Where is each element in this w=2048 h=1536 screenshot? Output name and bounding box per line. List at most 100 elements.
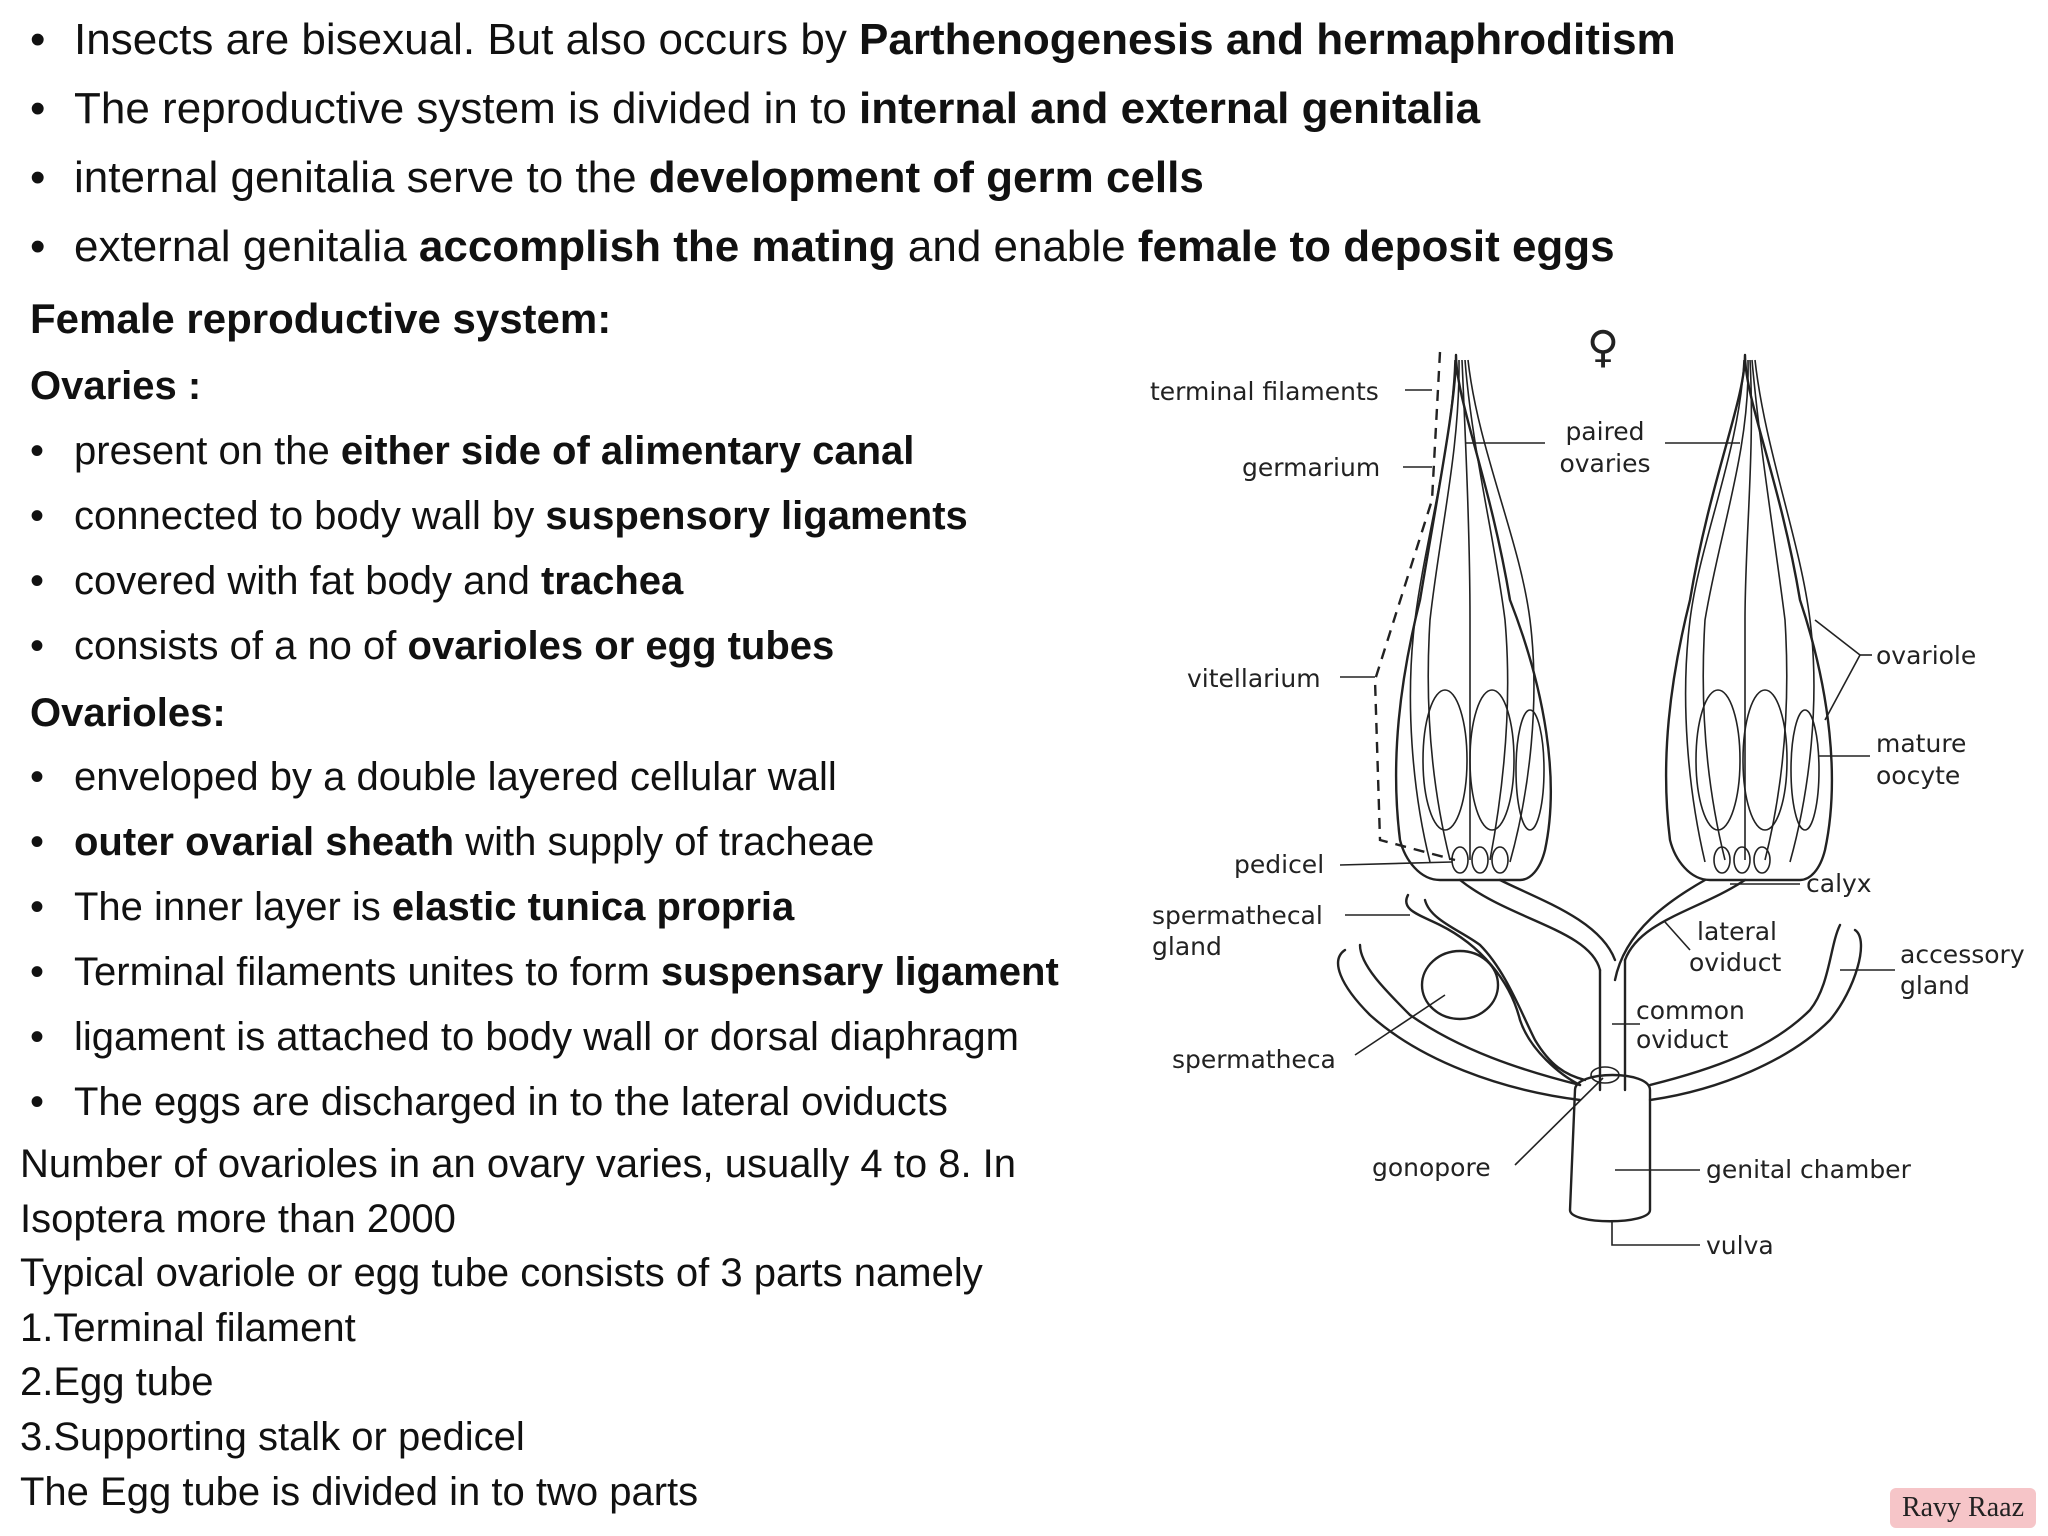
- bullet-dot: •: [30, 885, 45, 929]
- paragraph-line-1: Number of ovarioles in an ovary varies, …: [20, 1142, 1017, 1186]
- text-plain: The eggs are discharged in to the latera…: [74, 1080, 948, 1124]
- bullet-dot: •: [30, 755, 45, 799]
- leader-vulva: [1611, 1220, 1700, 1246]
- bullet-dot: •: [30, 153, 46, 202]
- right-mature-oocyte: [1790, 709, 1820, 831]
- right-ovariole-line: [1702, 359, 1749, 861]
- ovarioles-bullet-3: •The inner layer is elastic tunica propr…: [30, 887, 794, 927]
- spermathecal-gland: [1405, 893, 1587, 1087]
- heading-female-reproductive-system: Female reproductive system:: [30, 295, 612, 342]
- text-bold: female to deposit eggs: [1137, 222, 1615, 271]
- text-bold: outer ovarial sheath: [74, 820, 455, 864]
- leader-lines: [1339, 389, 1895, 1246]
- text-bold: either side of alimentary canal: [340, 429, 915, 473]
- label-oocyte: oocyte: [1876, 761, 1960, 790]
- bullet-dot: •: [30, 494, 45, 538]
- right-mature-oocyte: [1695, 689, 1741, 831]
- label-gland: gland: [1152, 932, 1222, 961]
- text-bold: internal and external genitalia: [859, 84, 1481, 133]
- text-plain: The reproductive system is divided in to: [74, 84, 860, 133]
- left-pedicel: [1471, 846, 1489, 874]
- left-ovariole-line: [1467, 359, 1535, 863]
- text-plain: ligament is attached to body wall or dor…: [74, 1015, 1019, 1059]
- right-lateral-oviduct: [1613, 878, 1747, 982]
- text-bold: suspensary ligament: [660, 950, 1059, 994]
- text-plain: internal genitalia serve to the: [74, 153, 649, 202]
- label-spermatheca: spermatheca: [1172, 1045, 1336, 1074]
- label-vulva: vulva: [1706, 1231, 1774, 1260]
- author-watermark: Ravy Raaz: [1889, 1488, 2036, 1528]
- bullet-dot: •: [30, 222, 46, 271]
- left-ovariole-line: [1427, 359, 1460, 861]
- label-germarium: germarium: [1242, 453, 1380, 482]
- ovarioles-bullet-2: •outer ovarial sheath with supply of tra…: [30, 822, 874, 862]
- heading-ovaries: Ovaries :: [30, 364, 202, 408]
- text-bold: Parthenogenesis and hermaphroditism: [859, 15, 1676, 64]
- ovarioles-bullet-4: • Terminal filaments unites to form suspe…: [30, 952, 1059, 992]
- bullet-dot: •: [30, 429, 45, 473]
- label-pedicel: pedicel: [1234, 850, 1324, 879]
- text-plain: external genitalia: [74, 222, 419, 271]
- bullet-dot: •: [30, 624, 45, 668]
- left-ovary-outline: [1394, 353, 1552, 882]
- right-pedicel: [1733, 846, 1751, 874]
- left-mature-oocyte: [1469, 689, 1515, 831]
- text-plain: Terminal filaments unites to form: [74, 950, 661, 994]
- left-pedicel: [1491, 846, 1509, 874]
- label-spermathecal: spermathecal: [1152, 901, 1323, 930]
- right-accessory-gland: [1648, 923, 1863, 1102]
- label-ovaries: ovaries: [1559, 449, 1650, 478]
- right-ovariole-line: [1744, 359, 1753, 860]
- left-mature-oocyte: [1422, 689, 1468, 831]
- label-common: common: [1636, 996, 1745, 1025]
- text-plain: and enable: [895, 222, 1138, 271]
- label-mature: mature: [1876, 729, 1966, 758]
- right-pedicel: [1753, 846, 1771, 874]
- label-common-oviduct: oviduct: [1636, 1025, 1728, 1054]
- label-oviduct: oviduct: [1689, 948, 1781, 977]
- label-accessory-gland: gland: [1900, 971, 1970, 1000]
- gonopore: [1590, 1066, 1620, 1084]
- paragraph-line-5: 2.Egg tube: [20, 1360, 214, 1404]
- leader-lateral-oviduct: [1664, 921, 1691, 951]
- text-plain: present on the: [74, 429, 341, 473]
- paragraph-line-7: The Egg tube is divided in to two parts: [20, 1470, 699, 1514]
- left-ovary: [1394, 353, 1552, 882]
- bullet-dot: •: [30, 15, 46, 64]
- label-accessory: accessory: [1900, 940, 2025, 969]
- paragraph-line-4: 1.Terminal filament: [20, 1306, 356, 1350]
- right-pedicel: [1713, 846, 1731, 874]
- leader-spermatheca: [1354, 994, 1446, 1056]
- label-terminal-filaments: terminal filaments: [1150, 377, 1379, 406]
- text-bold: accomplish the mating: [418, 222, 896, 271]
- suspensory-ligament-dashed: [1373, 351, 1456, 862]
- text-plain: Insects are bisexual. But also occurs by: [74, 15, 860, 64]
- left-ovariole-line: [1464, 359, 1509, 861]
- female-reproductive-system-diagram: ♀: [1150, 322, 2025, 1260]
- bullet-dot: •: [30, 559, 45, 603]
- text-plain: covered with fat body and: [74, 559, 541, 603]
- left-ovariole-line: [1461, 359, 1471, 860]
- right-ovariole-line: [1754, 359, 1815, 863]
- paragraph-line-2: Isoptera more than 2000: [20, 1197, 456, 1241]
- left-accessory-gland: [1336, 943, 1582, 1102]
- bullet-dot: •: [30, 820, 45, 864]
- ovaries-bullet-4: •consists of a no of ovarioles or egg tu…: [30, 626, 834, 666]
- ovaries-bullet-3: • covered with fat body and trachea: [30, 561, 683, 601]
- text-bold: trachea: [540, 559, 684, 603]
- bullet-top-1: • Insects are bisexual. But also occurs b…: [30, 18, 1676, 62]
- female-symbol: ♀: [1587, 322, 1619, 373]
- bullet-dot: •: [30, 84, 46, 133]
- ovarioles-bullet-6: • The eggs are discharged in to the later…: [30, 1082, 948, 1122]
- right-ovary-outline: [1664, 353, 1834, 882]
- left-ovariole-line: [1409, 359, 1456, 863]
- label-vitellarium: vitellarium: [1187, 664, 1321, 693]
- label-genital-chamber: genital chamber: [1706, 1155, 1912, 1184]
- label-paired: paired: [1565, 417, 1644, 446]
- bullet-dot: •: [30, 1080, 45, 1124]
- text-bold: elastic tunica propria: [391, 885, 795, 929]
- bullet-dot: •: [30, 950, 45, 994]
- label-gonopore: gonopore: [1372, 1153, 1491, 1182]
- left-mature-oocyte: [1515, 709, 1545, 831]
- leader-gonopore: [1514, 1077, 1604, 1166]
